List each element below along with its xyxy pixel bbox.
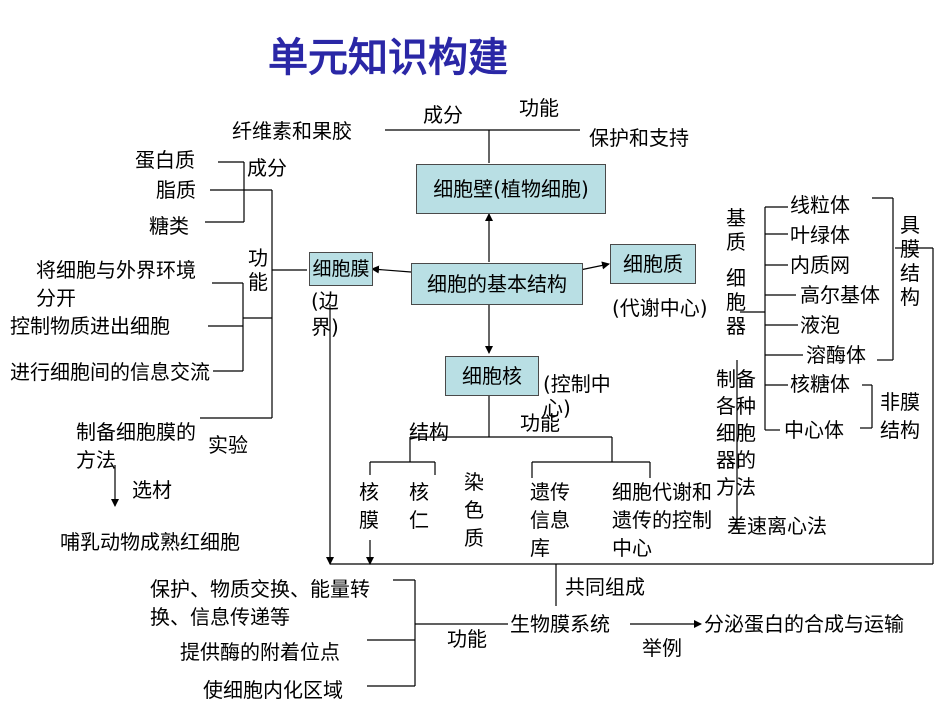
membrane-experiment-label: 实验 xyxy=(208,433,248,457)
secretory-protein-example: 分泌蛋白的合成与运输 xyxy=(704,612,904,636)
membrane-function-separate: 将细胞与外界环境分开 xyxy=(36,258,196,310)
membrane-component-protein: 蛋白质 xyxy=(135,148,195,172)
membrane-component-lipid: 脂质 xyxy=(156,178,196,202)
nuclear-envelope: 核膜 xyxy=(359,480,379,532)
cell-structure-box: 细胞的基本结构 xyxy=(411,263,583,305)
membrane-system-function-3: 使细胞内化区域 xyxy=(203,678,343,702)
cytoplasm-matrix-label: 基质 xyxy=(726,206,746,254)
membrane-boundary-note: (边界) xyxy=(311,289,339,339)
cell-wall-box: 细胞壁(植物细胞) xyxy=(416,164,606,214)
example-label: 举例 xyxy=(642,636,682,660)
non-membrane-structure-label: 非膜结构 xyxy=(880,390,920,442)
organelle-golgi: 高尔基体 xyxy=(800,283,880,307)
nucleus-function-label: 功能 xyxy=(520,411,560,435)
nucleus-box: 细胞核 xyxy=(445,356,539,396)
membrane-material-label: 选材 xyxy=(132,478,172,502)
organelle-lysosome: 溶酶体 xyxy=(806,343,866,367)
wall-component-value: 纤维素和果胶 xyxy=(232,119,352,143)
membrane-function-label: 功能 xyxy=(248,246,268,294)
genetic-information-library: 遗传信息库 xyxy=(530,480,570,560)
membrane-structure-label: 具膜结构 xyxy=(900,213,920,309)
organelle-mitochondria: 线粒体 xyxy=(790,193,850,217)
organelle-vacuole: 液泡 xyxy=(800,313,840,337)
organelle-centrosome: 中心体 xyxy=(784,418,844,442)
nucleus-structure-label: 结构 xyxy=(409,420,449,444)
wall-function-value: 保护和支持 xyxy=(589,126,689,150)
organelle-ribosome: 核糖体 xyxy=(790,372,850,396)
membrane-prep-method: 制备细胞膜的方法 xyxy=(76,420,196,472)
cytoplasm-box: 细胞质 xyxy=(610,244,696,284)
membrane-system-function-2: 提供酶的附着位点 xyxy=(180,640,340,664)
cell-wall-label: 细胞壁 xyxy=(433,177,494,201)
page-title: 单元知识构建 xyxy=(268,35,508,81)
metabolism-control-center: 细胞代谢和遗传的控制中心 xyxy=(612,480,712,560)
cytoplasm-center-note: (代谢中心) xyxy=(612,296,708,320)
membrane-function-transport: 控制物质进出细胞 xyxy=(10,314,170,338)
organelle-er: 内质网 xyxy=(790,253,850,277)
membrane-component-sugar: 糖类 xyxy=(149,214,189,238)
differential-centrifugation: 差速离心法 xyxy=(727,514,827,538)
nucleus-center-note: (控制中心) xyxy=(543,372,611,420)
membrane-function-signal: 进行细胞间的信息交流 xyxy=(10,360,210,384)
organelle-prep-method: 制备各种细胞器的方法 xyxy=(716,367,756,499)
wall-function-label: 功能 xyxy=(519,96,559,120)
cytoplasm-organelle-label: 细胞器 xyxy=(726,266,746,338)
membrane-system-function-1: 保护、物质交换、能量转换、信息传递等 xyxy=(150,577,370,629)
wall-component-label: 成分 xyxy=(423,103,463,127)
biomembrane-system: 生物膜系统 xyxy=(510,612,610,636)
membrane-material: 哺乳动物成熟红细胞 xyxy=(60,530,240,554)
cell-wall-note: (植物细胞) xyxy=(493,177,589,201)
membrane-component-label: 成分 xyxy=(247,156,287,180)
common-composition-label: 共同组成 xyxy=(565,575,645,599)
organelle-chloroplast: 叶绿体 xyxy=(790,223,850,247)
cell-membrane-box: 细胞膜 xyxy=(309,252,373,286)
nucleolus: 核仁 xyxy=(409,480,429,532)
membrane-system-function-label: 功能 xyxy=(447,627,487,651)
chromatin: 染色质 xyxy=(464,470,484,550)
